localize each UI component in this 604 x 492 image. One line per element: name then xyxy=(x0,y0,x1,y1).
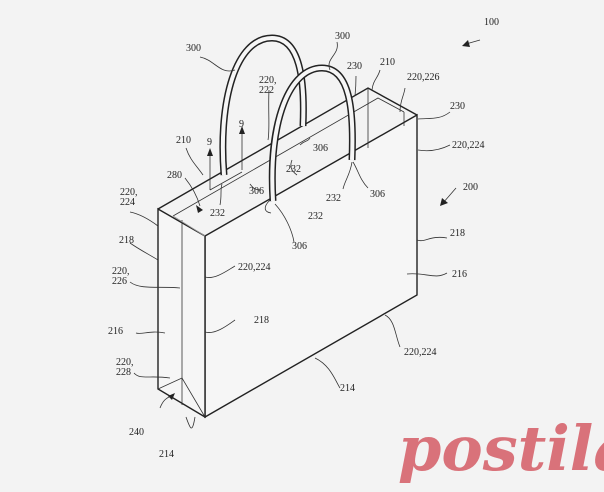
arrowhead-200 xyxy=(440,198,448,206)
label-300-right: 300 xyxy=(335,31,350,42)
label-280: 280 xyxy=(167,170,182,181)
handles xyxy=(207,34,356,202)
label-230-right: 230 xyxy=(450,101,465,112)
back-handle xyxy=(219,34,307,176)
label-306-b: 306 xyxy=(249,186,264,197)
label-200: 200 xyxy=(463,182,478,193)
arrowhead-280 xyxy=(196,205,203,213)
label-216-right: 216 xyxy=(452,269,467,280)
label-210-left: 210 xyxy=(176,135,191,146)
label-306-c: 306 xyxy=(370,189,385,200)
bag-body xyxy=(157,87,418,419)
label-214-left: 214 xyxy=(159,449,174,460)
label-220-222-a: 220, xyxy=(259,75,277,86)
section-arrow-9a xyxy=(207,148,213,156)
label-9-b: 9 xyxy=(239,119,244,130)
section-arrow-9b xyxy=(239,126,245,134)
label-100: 100 xyxy=(484,17,499,28)
label-214-mid: 214 xyxy=(340,383,355,394)
label-220-224-bottom: 220,224 xyxy=(404,347,437,358)
label-218-mid: 218 xyxy=(254,315,269,326)
label-220-224-mid: 220,224 xyxy=(238,262,271,273)
label-9-a: 9 xyxy=(207,137,212,148)
label-220-226-left-a: 220, xyxy=(112,266,130,277)
label-216-left: 216 xyxy=(108,326,123,337)
label-232-a: 232 xyxy=(286,164,301,175)
label-240: 240 xyxy=(129,427,144,438)
label-220-226-left-b: 226 xyxy=(112,276,127,287)
label-220-224-left-a: 220, xyxy=(120,187,138,198)
watermark-logo: postila.ru xyxy=(398,412,604,485)
label-306-d: 306 xyxy=(292,241,307,252)
label-220-224-right: 220,224 xyxy=(452,140,485,151)
label-232-d: 232 xyxy=(308,211,323,222)
label-220-222-b: 222 xyxy=(259,85,274,96)
label-230-top: 230 xyxy=(347,61,362,72)
label-220-228-a: 220, xyxy=(116,357,134,368)
arrowhead-240 xyxy=(168,393,175,400)
label-220-228-b: 228 xyxy=(116,367,131,378)
label-300-left: 300 xyxy=(186,43,201,54)
label-218-right: 218 xyxy=(450,228,465,239)
label-220-224-left-b: 224 xyxy=(120,197,135,208)
reference-labels: 100 300 300 220, 222 230 210 220,226 230… xyxy=(108,17,499,460)
label-232-c: 232 xyxy=(326,193,341,204)
label-306-a: 306 xyxy=(313,143,328,154)
label-210-right: 210 xyxy=(380,57,395,68)
label-232-b: 232 xyxy=(210,208,225,219)
front-panel xyxy=(204,113,418,419)
label-218-left: 218 xyxy=(119,235,134,246)
arrowhead-100 xyxy=(462,40,470,47)
leader-lines xyxy=(129,39,481,429)
label-220-226-top: 220,226 xyxy=(407,72,440,83)
